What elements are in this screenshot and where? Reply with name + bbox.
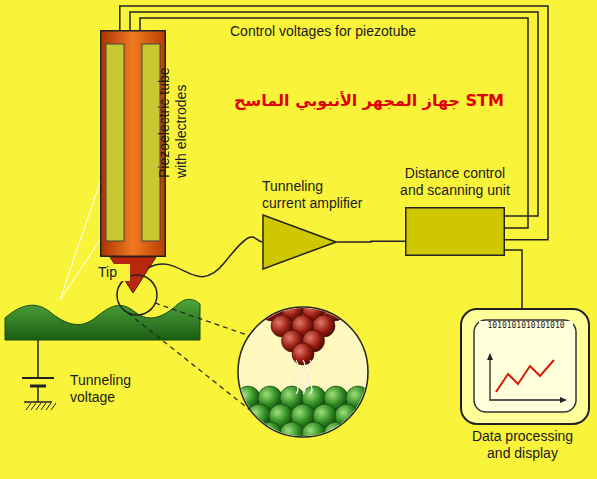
callout-label: Tip bbox=[96, 264, 130, 281]
amp-shape bbox=[262, 214, 337, 270]
connector-wire bbox=[337, 241, 405, 243]
ground-hatch bbox=[26, 403, 56, 410]
bias-wire bbox=[37, 386, 39, 402]
tip-atoms bbox=[261, 299, 346, 365]
sample-surface bbox=[5, 299, 200, 340]
bias-wire bbox=[37, 340, 39, 378]
node-box: Distance control and scanning unit bbox=[393, 163, 517, 258]
callout-label: Tunneling voltage bbox=[68, 372, 152, 406]
battery-plate bbox=[22, 377, 54, 379]
node-label: Tunneling current amplifier bbox=[262, 178, 368, 212]
node-label: Piezoelectric tube with electrodes bbox=[156, 46, 190, 178]
zoom-line bbox=[155, 303, 250, 336]
edge-label: Control voltages for piezotube bbox=[228, 23, 418, 40]
node-display: Data processing and display bbox=[453, 306, 593, 474]
node-amp: Tunneling current amplifier bbox=[245, 178, 370, 272]
sample-atoms bbox=[214, 386, 403, 464]
box-shape bbox=[405, 207, 505, 256]
connector-wire bbox=[505, 250, 522, 308]
control-wire bbox=[140, 18, 528, 228]
tunnel-current bbox=[294, 360, 298, 394]
node-label: Data processing and display bbox=[465, 428, 580, 462]
node-tube: Piezoelectric tube with electrodes bbox=[100, 28, 212, 260]
connector-wire bbox=[120, 6, 548, 240]
zoom-spot bbox=[117, 275, 157, 315]
diagram-title: STM جهاز المجهر الأنبوبي الماسح bbox=[204, 90, 534, 112]
tunnel-current bbox=[308, 360, 312, 394]
scan-outline bbox=[60, 182, 100, 300]
tunnel-current bbox=[301, 360, 305, 394]
ground-symbol bbox=[24, 401, 52, 403]
binary-readout: 1010101010101010 bbox=[479, 321, 573, 331]
node-label: Distance control and scanning unit bbox=[395, 165, 515, 199]
control-wire bbox=[130, 12, 538, 216]
zoom-circle bbox=[238, 307, 368, 437]
